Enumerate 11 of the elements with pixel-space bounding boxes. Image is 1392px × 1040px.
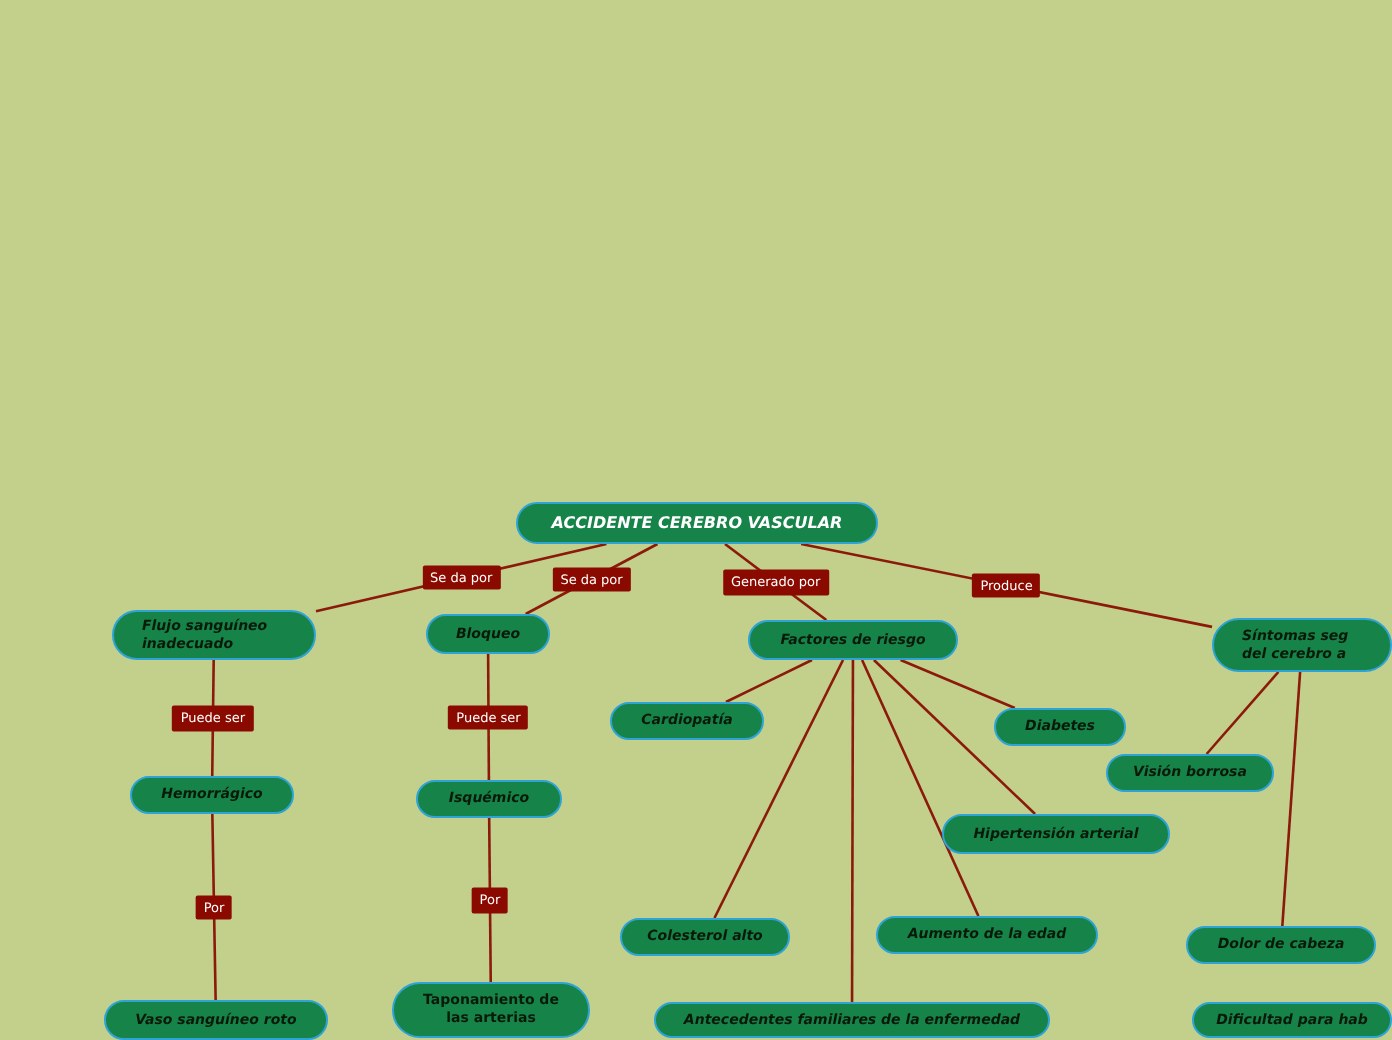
topic-box: ACCIDENTE CEREBRO VASCULAR: [516, 502, 878, 544]
connector-line: [900, 658, 1016, 710]
connector-line: [1281, 671, 1302, 927]
connector-line: [860, 659, 980, 917]
connector-line: [713, 659, 845, 919]
connector-line: [211, 813, 217, 1001]
connector-line: [873, 659, 1036, 815]
connector-line: [487, 818, 493, 982]
connector-line: [725, 658, 813, 704]
connector-line: [850, 660, 855, 1002]
connector-line: [1205, 671, 1280, 755]
